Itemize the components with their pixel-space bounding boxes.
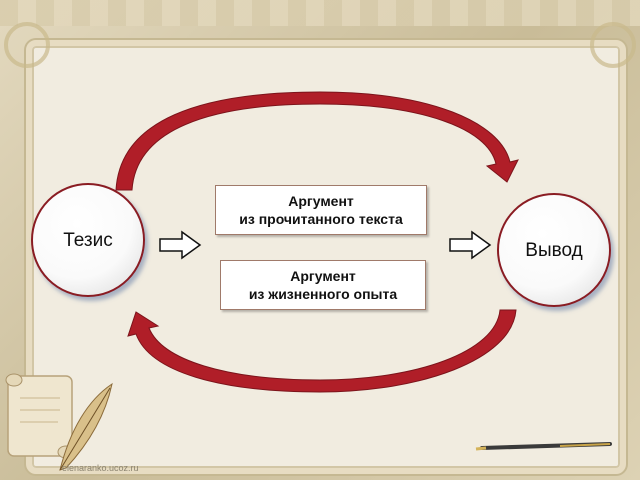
argument-life-box: Аргумент из жизненного опыта	[220, 260, 426, 310]
hollow-arrow-icon	[449, 230, 492, 260]
hollow-arrow-icon	[159, 230, 202, 260]
argument-reading-title: Аргумент	[288, 193, 354, 209]
argument-life-subtitle: из жизненного опыта	[248, 286, 398, 302]
site-watermark: elenaranko.ucoz.ru	[62, 463, 139, 473]
quill-pen-icon	[59, 382, 113, 471]
thesis-circle	[31, 183, 145, 297]
conclusion-label: Вывод	[525, 240, 583, 261]
top-curved-arrow	[115, 91, 519, 191]
argument-life-title: Аргумент	[290, 268, 356, 284]
argument-reading-subtitle: из прочитанного текста	[239, 211, 403, 227]
scroll-icon	[5, 373, 75, 459]
corner-ornament-icon	[4, 22, 50, 68]
thesis-label: Тезис	[63, 230, 113, 251]
decorative-top-band	[0, 0, 640, 26]
bottom-curved-arrow	[127, 309, 517, 393]
fountain-pen-icon	[475, 442, 612, 451]
conclusion-circle	[497, 193, 611, 307]
argument-reading-box: Аргумент из прочитанного текста	[215, 185, 427, 235]
corner-ornament-icon	[590, 22, 636, 68]
